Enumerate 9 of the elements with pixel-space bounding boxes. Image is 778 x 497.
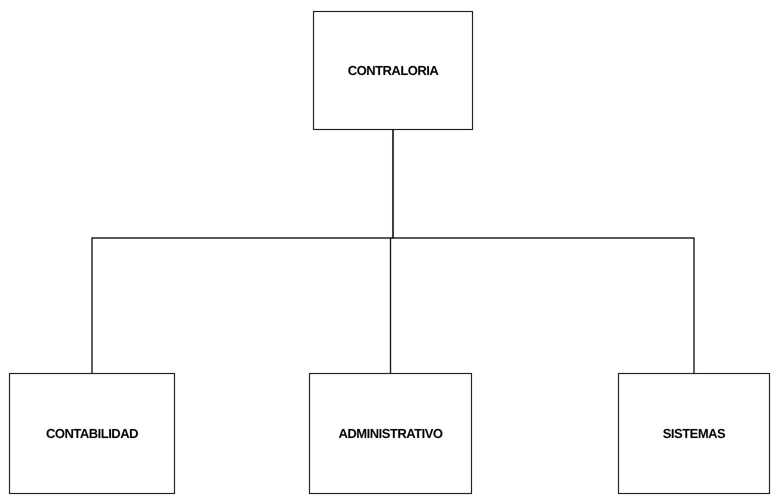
org-box [618,373,770,494]
unit-name: CONTRALORIA [348,63,438,78]
unit-name: ADMINISTRATIVO [338,426,442,441]
connector-line [392,130,695,373]
unit-name: CONTABILIDAD [46,426,138,441]
unit-name: SISTEMAS [662,426,726,441]
org-box [309,373,472,494]
org-box [313,11,473,130]
org-box [9,373,175,494]
